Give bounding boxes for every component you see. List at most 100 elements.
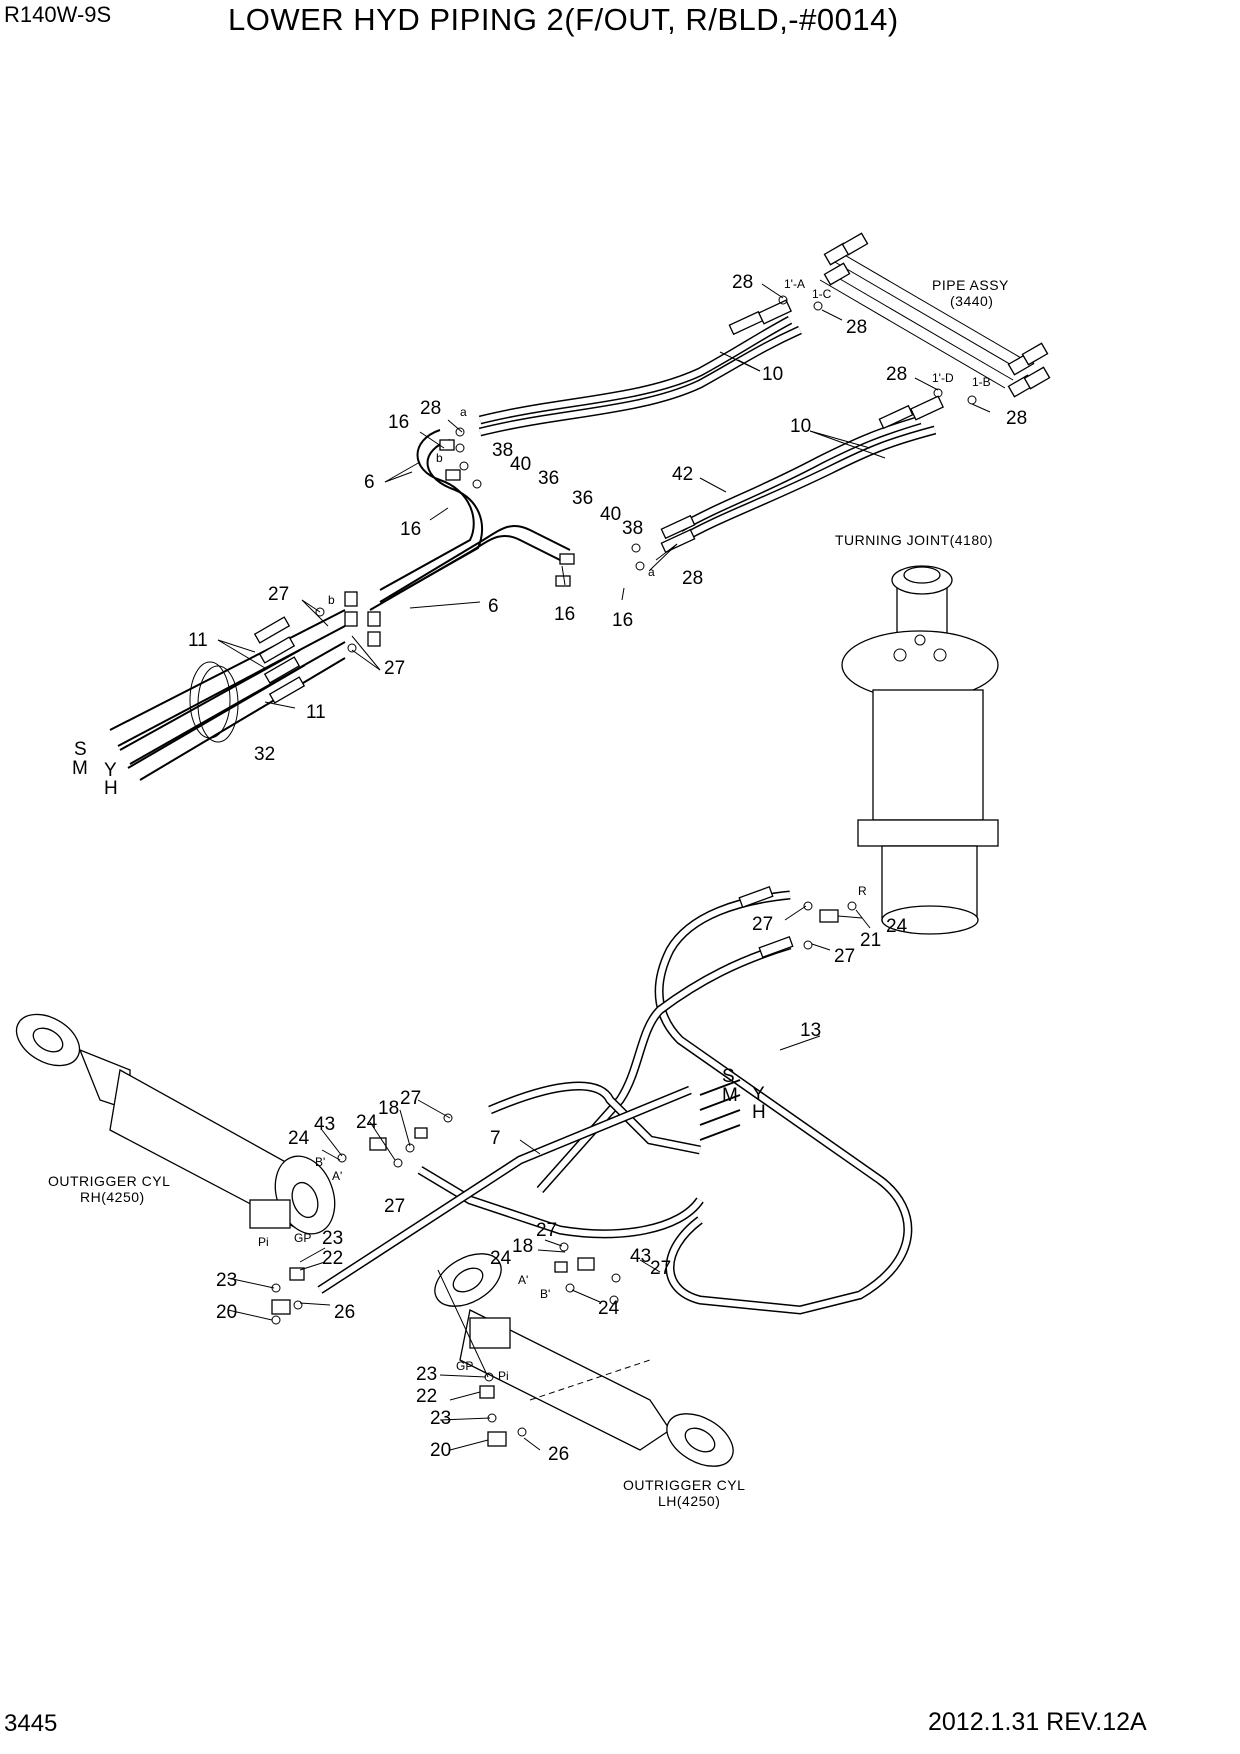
- callout: 36: [538, 468, 559, 489]
- line-label-s: S: [74, 739, 87, 760]
- port-label: a: [460, 405, 467, 419]
- revision-date: 2012.1.31 REV.12A: [928, 1708, 1147, 1736]
- page-number: 3445: [4, 1710, 58, 1737]
- port-label: Pi: [258, 1235, 269, 1249]
- callout: 43: [630, 1246, 651, 1267]
- leader-lines: [217, 283, 991, 1451]
- callout: 18: [512, 1236, 533, 1257]
- callout: 20: [216, 1302, 237, 1323]
- hoses-10: [478, 299, 944, 554]
- callout: 40: [510, 454, 531, 475]
- callout: 26: [334, 1302, 355, 1323]
- callout: 36: [572, 488, 593, 509]
- pipe-assy-drawing: [819, 232, 1051, 398]
- callout: 11: [306, 702, 326, 723]
- callout: 24: [288, 1128, 310, 1149]
- pipes-6: [344, 429, 575, 647]
- callout: 28: [682, 568, 703, 589]
- callout: 27: [268, 584, 289, 605]
- port-label: 1'-A: [784, 277, 805, 291]
- callout: 27: [384, 1196, 405, 1217]
- callout: 43: [314, 1114, 335, 1135]
- callout: 23: [216, 1270, 237, 1291]
- callout: 22: [322, 1248, 343, 1269]
- callout: 13: [800, 1020, 821, 1041]
- port-label: b: [328, 593, 335, 607]
- callout: 24: [490, 1248, 512, 1269]
- hoses-13: [536, 885, 913, 1315]
- port-label: B': [540, 1287, 550, 1301]
- callout: 11: [188, 630, 208, 651]
- callout: 27: [400, 1088, 421, 1109]
- port-label: 1-B: [972, 375, 991, 389]
- port-label: A': [332, 1169, 342, 1183]
- callout: 16: [388, 412, 409, 433]
- callout: 6: [364, 472, 375, 493]
- callout: 20: [430, 1440, 451, 1461]
- line-label-h: H: [104, 778, 118, 799]
- port-label: B': [315, 1155, 325, 1169]
- callout: 10: [790, 416, 811, 437]
- callout: 21: [860, 930, 881, 951]
- port-label: b: [436, 451, 443, 465]
- callout: 23: [322, 1228, 343, 1249]
- callout: 32: [254, 744, 275, 765]
- turning-joint-label: TURNING JOINT(4180): [835, 532, 993, 548]
- callout: 18: [378, 1098, 399, 1119]
- callout: 16: [400, 519, 421, 540]
- port-label: a: [648, 565, 655, 579]
- port-label: A': [518, 1273, 528, 1287]
- line-label-y: Y: [752, 1084, 765, 1105]
- line-label-m: M: [722, 1085, 738, 1106]
- callout: 27: [536, 1220, 557, 1241]
- line-label-h: H: [752, 1102, 766, 1123]
- outrigger-cylinder-rh-drawing: [15, 1013, 336, 1235]
- outrigger-cylinder-lh-drawing: [434, 1253, 734, 1467]
- turning-joint-drawing: [841, 565, 999, 935]
- callout: 7: [490, 1128, 501, 1149]
- line-label-m: M: [72, 758, 88, 779]
- outrigger-rh-code: RH(4250): [80, 1189, 145, 1205]
- callout: 22: [416, 1386, 437, 1407]
- outrigger-lh-label: OUTRIGGER CYL: [623, 1477, 745, 1493]
- callout-numbers: 28 28 10 28 28 10 28 16 38 40 36 6 16 42…: [188, 272, 1027, 1465]
- port-label: 1'-D: [932, 371, 954, 385]
- pipe-assy-label: PIPE ASSY: [932, 277, 1009, 293]
- callout: 16: [612, 610, 633, 631]
- callout: 24: [598, 1298, 620, 1319]
- port-label: Pi: [498, 1369, 509, 1383]
- callout: 28: [846, 317, 867, 338]
- callout: 28: [886, 364, 907, 385]
- port-label: R: [858, 884, 867, 898]
- fittings: [271, 295, 977, 1447]
- hoses-11-bundle: [109, 609, 346, 781]
- callout: 28: [732, 272, 753, 293]
- callout: 16: [554, 604, 575, 625]
- callout: 27: [384, 658, 405, 679]
- callout: 24: [356, 1112, 378, 1133]
- port-label: 1-C: [812, 287, 832, 301]
- callout: 38: [492, 440, 513, 461]
- callout: 42: [672, 464, 693, 485]
- line-label-y: Y: [104, 760, 117, 781]
- line-label-s: S: [722, 1066, 735, 1087]
- callout: 23: [430, 1408, 451, 1429]
- callout: 27: [752, 914, 773, 935]
- model-code: R140W-9S: [4, 2, 112, 27]
- callout: 40: [600, 504, 621, 525]
- callout: 10: [762, 364, 783, 385]
- port-label: GP: [456, 1359, 473, 1373]
- outrigger-lh-code: LH(4250): [658, 1493, 720, 1509]
- page-title: LOWER HYD PIPING 2(F/OUT, R/BLD,-#0014): [228, 2, 899, 37]
- callout: 26: [548, 1444, 569, 1465]
- callout: 23: [416, 1364, 437, 1385]
- hose-7: [317, 1079, 741, 1294]
- port-label: GP: [294, 1231, 311, 1245]
- callout: 24: [886, 916, 908, 937]
- pipe-assy-code: (3440): [950, 293, 993, 309]
- callout: 28: [420, 398, 441, 419]
- callout: 28: [1006, 408, 1027, 429]
- callout: 6: [488, 596, 499, 617]
- callout: 27: [834, 946, 855, 967]
